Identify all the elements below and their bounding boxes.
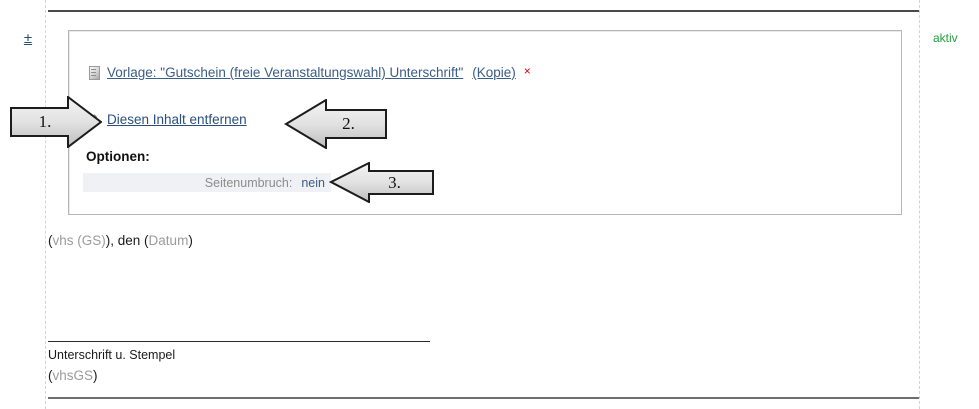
date-open-paren: ( bbox=[144, 233, 149, 248]
template-link[interactable]: Vorlage: "Gutschein (freie Veranstaltung… bbox=[107, 65, 464, 80]
signature-caption: Unterschrift u. Stempel bbox=[48, 348, 176, 362]
arrow-left-icon bbox=[284, 99, 387, 149]
options-heading: Optionen: bbox=[86, 149, 150, 164]
date-placeholder: Datum bbox=[148, 233, 189, 248]
place-placeholder: vhs (GS) bbox=[52, 233, 106, 248]
arrow-left-icon bbox=[329, 162, 434, 203]
expand-collapse-toggle[interactable]: ± bbox=[23, 30, 33, 47]
place-close-paren: ) bbox=[105, 233, 111, 248]
place-and-date-line: (vhs (GS)), den (Datum) bbox=[48, 233, 193, 248]
date-close-paren: ) bbox=[188, 233, 193, 248]
left-dashed-guide bbox=[45, 0, 46, 409]
option-value[interactable]: nein bbox=[301, 175, 325, 190]
option-label: Seitenumbruch: bbox=[204, 175, 293, 190]
option-row-seitenumbruch: Seitenumbruch: nein bbox=[83, 173, 331, 192]
content-block-panel: Vorlage: "Gutschein (freie Veranstaltung… bbox=[68, 30, 902, 215]
signature-placeholder: vhsGS bbox=[52, 368, 94, 383]
template-row: Vorlage: "Gutschein (freie Veranstaltung… bbox=[89, 65, 531, 80]
signature-open-paren: ( bbox=[48, 368, 53, 383]
remove-content-link[interactable]: Diesen Inhalt entfernen bbox=[107, 112, 247, 127]
document-icon bbox=[89, 65, 100, 80]
callout-label: 3. bbox=[388, 172, 401, 192]
signature-token-line: (vhsGS) bbox=[48, 368, 98, 383]
remove-content-row: ⇕ Diesen Inhalt entfernen bbox=[89, 112, 247, 127]
right-dashed-guide bbox=[919, 0, 920, 409]
signature-close-paren: ) bbox=[93, 368, 98, 383]
signature-line bbox=[48, 341, 430, 342]
callout-arrow-1: 1. bbox=[10, 96, 102, 148]
callout-arrow-3: 3. bbox=[329, 162, 434, 203]
status-badge-active: aktiv bbox=[933, 31, 958, 45]
bottom-divider bbox=[48, 397, 919, 399]
arrow-right-icon bbox=[10, 96, 102, 148]
callout-label: 2. bbox=[342, 114, 355, 133]
place-date-separator: , den bbox=[110, 233, 145, 248]
template-copy-link[interactable]: (Kopie) bbox=[472, 65, 516, 80]
top-divider bbox=[48, 10, 919, 12]
callout-label: 1. bbox=[38, 112, 52, 131]
place-open-paren: ( bbox=[48, 233, 53, 248]
delete-icon[interactable]: × bbox=[523, 64, 531, 78]
callout-arrow-2: 2. bbox=[284, 99, 387, 149]
